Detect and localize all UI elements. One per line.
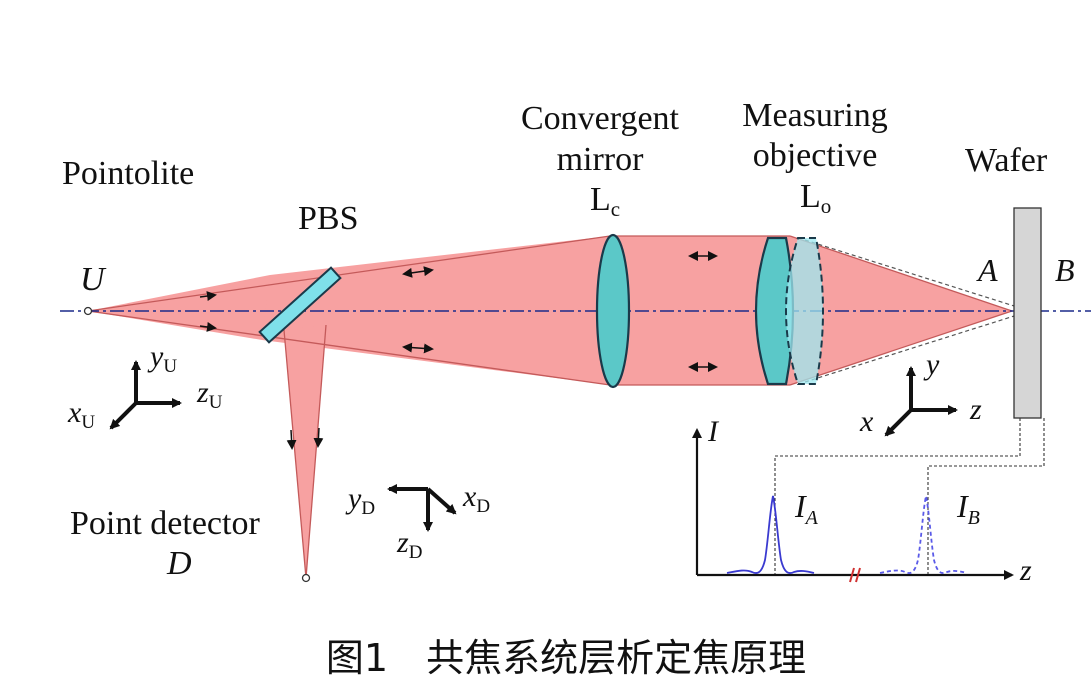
u-label: U — [80, 261, 107, 298]
convergent-lens — [595, 233, 631, 389]
svg-text:y: y — [923, 348, 940, 381]
point-source — [83, 306, 93, 316]
beam-edge — [283, 329, 307, 579]
curve-peak-b — [879, 495, 968, 574]
intensity-plot: I z IA IB — [692, 415, 1032, 587]
projection-line-a — [774, 418, 1021, 575]
beam-edge — [789, 235, 1013, 312]
peak-a-label: IA — [794, 488, 819, 529]
pbs-beam-splitter — [258, 266, 342, 344]
beam-edge — [305, 324, 327, 579]
svg-text:zD: zD — [396, 526, 422, 563]
a-label: A — [976, 252, 998, 288]
beam-edge — [87, 235, 611, 312]
svg-text:yU: yU — [147, 340, 177, 377]
svg-text:yD: yD — [345, 482, 375, 519]
point-detector-label: Point detector — [70, 505, 260, 542]
beam-to-detector — [284, 325, 326, 578]
mirror-label: mirror — [557, 141, 645, 178]
plot-y-label: I — [707, 415, 720, 448]
beam-edge — [789, 310, 1013, 386]
defocus-ray — [804, 310, 1031, 383]
objective-label: objective — [753, 137, 878, 174]
svg-text:zU: zU — [196, 376, 223, 413]
beam-direction-arrows — [199, 251, 718, 450]
beam-collimated — [610, 236, 790, 385]
svg-text:xU: xU — [67, 396, 95, 433]
coord-frame-wafer: y z x — [859, 348, 982, 438]
pbs-label: PBS — [298, 200, 359, 237]
coord-frame-d: yD xD zD — [345, 480, 490, 563]
figure-caption: 图1 共焦系统层析定焦原理 — [326, 636, 806, 680]
wafer-label: Wafer — [965, 142, 1048, 179]
objective-lens-shifted — [785, 237, 824, 385]
projection-line-b — [927, 418, 1045, 575]
pointolite-label: Pointolite — [62, 155, 194, 192]
beam-focus — [790, 236, 1012, 385]
svg-text:z: z — [969, 393, 982, 426]
plot-x-label: z — [1019, 554, 1032, 587]
beam-edge — [87, 310, 611, 386]
convergent-label: Convergent — [521, 100, 680, 137]
lc-label: Lc — [590, 181, 620, 221]
detector-point — [301, 573, 311, 583]
coord-frame-u: yU zU xU — [67, 340, 223, 433]
defocus-ray — [804, 239, 1031, 312]
wafer — [1013, 207, 1042, 419]
peak-b-label: IB — [956, 488, 980, 529]
svg-text:xD: xD — [462, 480, 490, 517]
svg-text:x: x — [859, 405, 874, 438]
d-label: D — [166, 545, 192, 582]
axis-break-mark — [849, 567, 861, 583]
curve-peak-a — [726, 495, 815, 574]
lo-label: Lo — [800, 178, 831, 218]
b-label: B — [1055, 252, 1075, 288]
measuring-label: Measuring — [742, 97, 887, 134]
